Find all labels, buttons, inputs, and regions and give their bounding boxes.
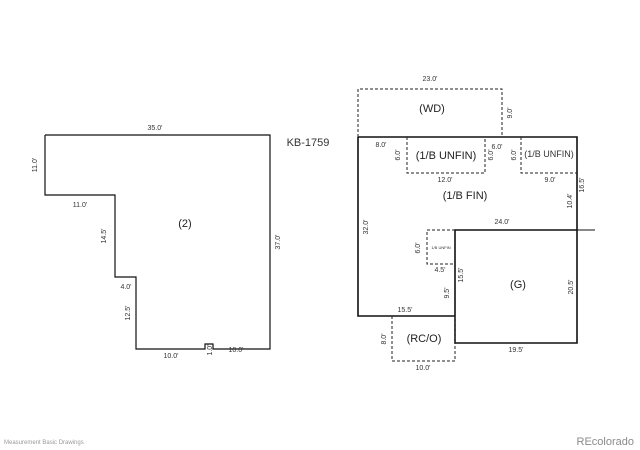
dim-rco-height: 8.0' [381, 333, 388, 344]
dim-small-height: 6.0' [415, 242, 422, 253]
dim-small-width: 4.5' [434, 267, 445, 274]
room-label-unfin-small: 1/B UNFIN [431, 245, 450, 250]
room-label-wd: (WD) [419, 103, 445, 115]
dim-right: 37.0' [275, 235, 282, 250]
room-unfin-right-outline [520, 137, 577, 174]
dim-wd-width: 23.0' [423, 76, 438, 83]
room-rco-outline [391, 316, 456, 362]
dim-garage-right: 20.5' [568, 280, 575, 295]
left-plan-outline [44, 134, 271, 350]
dim-gap-2: 6.0' [488, 149, 495, 160]
dim-top: 35.0' [148, 125, 163, 132]
dim-wd-height: 9.0' [507, 107, 514, 118]
dim-unfin-r-height: 6.0' [511, 149, 518, 160]
dim-unfin-l-height: 6.0' [395, 149, 402, 160]
recolorado-watermark: REcolorado [576, 436, 634, 448]
room-label-rco: (RC/O) [407, 333, 442, 345]
room-label-unfin-left: (1/B UNFIN) [416, 150, 477, 162]
plan-id-label: KB-1759 [287, 137, 330, 149]
dim-gap-1: 6.0' [491, 144, 502, 151]
left-floor-plan: 35.0' 11.0' 11.0' 14.5' 4.0' 12.5' 10.0'… [32, 125, 282, 360]
dim-top-left: 8.0' [375, 142, 386, 149]
dim-left-side: 32.0' [363, 220, 370, 235]
right-plan-outline [358, 136, 578, 344]
right-floor-plan: 23.0' 9.0' (WD) 8.0' 6.0' 12.0' (1/B UNF… [357, 76, 595, 372]
dim-right-upper: 16.5' [579, 178, 586, 193]
dim-unfin-l-width: 12.0' [438, 177, 453, 184]
dim-inner-garage-left: 15.5' [458, 268, 465, 283]
room-label-2: (2) [178, 218, 191, 230]
dim-bottom-left: 10.0' [164, 353, 179, 360]
dim-rco-width: 10.0' [416, 365, 431, 372]
dim-left-lower: 12.5' [125, 306, 132, 321]
room-unfin-small-outline [426, 229, 455, 265]
dim-notch: 1.0' [207, 344, 214, 355]
dim-step-mid: 4.0' [120, 284, 131, 291]
room-label-unfin-right: (1/B UNFIN) [524, 149, 574, 159]
dim-left-mid: 14.5' [101, 229, 108, 244]
dim-unfin-r-width: 9.0' [544, 177, 555, 184]
dim-step-left: 9.5' [444, 287, 451, 298]
room-label-fin: (1/B FIN) [443, 190, 488, 202]
right-plan-west-wall [357, 137, 455, 317]
dim-left-upper: 11.0' [32, 158, 39, 172]
dim-bottom-right: 10.0' [229, 347, 244, 354]
room-label-garage: (G) [510, 279, 526, 291]
dim-step-top: 11.0' [73, 202, 87, 209]
dim-right-upper-inner: 10.4' [567, 194, 574, 209]
dim-garage-bottom: 19.5' [509, 347, 524, 354]
room-wd-outline [357, 88, 503, 137]
dim-bottom-left-right-plan: 15.5' [398, 307, 413, 314]
dim-garage-top: 24.0' [495, 219, 510, 226]
room-unfin-left-outline [406, 137, 486, 174]
footer-note: Measurement Basic Drawings [4, 440, 84, 446]
